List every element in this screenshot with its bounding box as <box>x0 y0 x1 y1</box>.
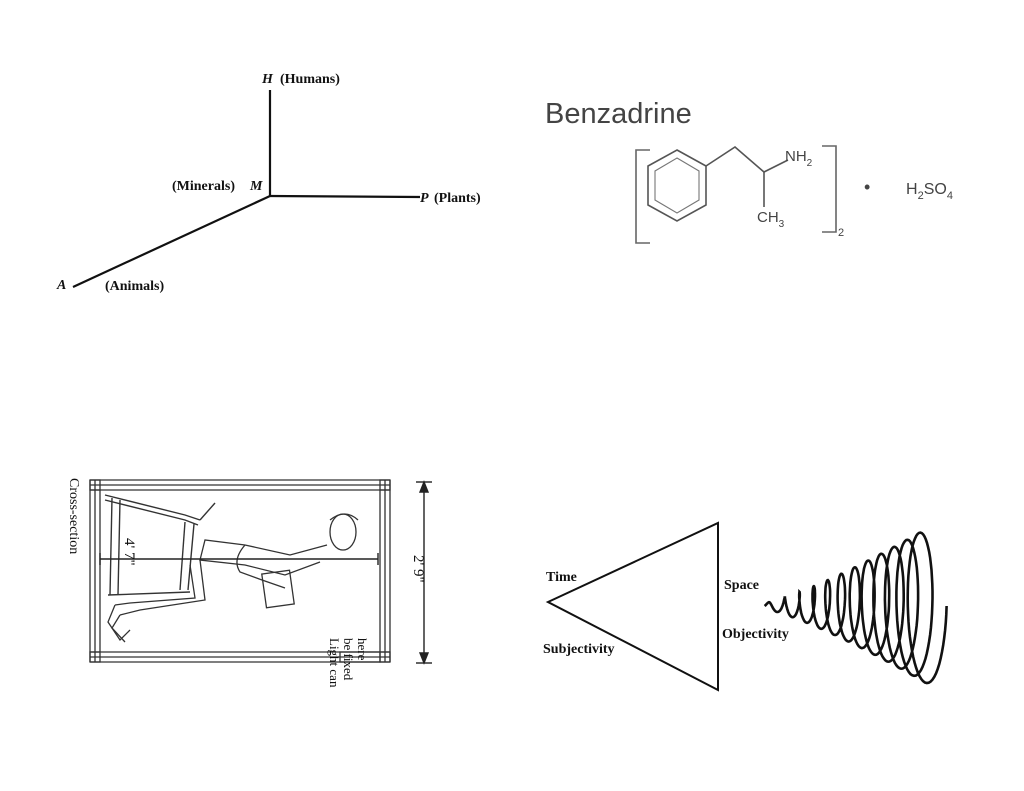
space-label: Space <box>724 578 759 593</box>
plants-letter: P <box>420 191 429 206</box>
benzene-inner-ring <box>654 157 700 214</box>
bench <box>104 494 216 596</box>
plants-axis <box>269 194 421 199</box>
triangle <box>545 521 719 692</box>
carbon-chain <box>705 146 789 173</box>
minerals-label: (Minerals) <box>172 179 235 194</box>
cross-section-title: Cross-section <box>66 478 81 554</box>
seated-figure <box>107 513 359 643</box>
sulfuric-acid: H2SO4 <box>906 181 953 202</box>
humans-label: (Humans) <box>280 72 340 87</box>
minerals-letter: M <box>249 179 263 194</box>
outer-dimension-line <box>416 480 432 665</box>
time-space-diagram: Time Subjectivity Space Objectivity <box>543 521 948 692</box>
plants-label: (Plants) <box>434 191 481 206</box>
cross-section-drawing: Cross-section <box>66 478 432 691</box>
inner-dimension-label: 4' 7" <box>121 538 137 566</box>
outer-dimension-label: 2' 9" <box>410 555 426 583</box>
animals-axis <box>72 195 271 288</box>
animals-label: (Animals) <box>105 279 164 294</box>
left-bracket <box>635 149 650 244</box>
bracket-subscript: 2 <box>838 227 844 239</box>
right-bracket <box>822 145 837 233</box>
benzene-ring <box>647 149 707 222</box>
benzadrine-title: Benzadrine <box>545 98 692 130</box>
kingdom-axes-diagram: H (Humans) (Minerals) M P (Plants) A (An… <box>56 72 481 294</box>
benzadrine-structure: Benzadrine NH2 CH3 2 • H2SO4 <box>545 98 953 244</box>
spiral-path <box>763 531 948 685</box>
inner-dimension-line <box>99 553 379 565</box>
light-note: Light can be fixed here <box>327 638 370 691</box>
humans-letter: H <box>261 72 274 87</box>
salt-dot: • <box>864 177 870 197</box>
time-label: Time <box>546 570 577 585</box>
subjectivity-label: Subjectivity <box>543 642 615 657</box>
spiral-cone <box>763 531 948 685</box>
methyl-group: CH3 <box>757 209 785 230</box>
amine-group: NH2 <box>785 148 813 169</box>
box-frame <box>89 479 391 663</box>
animals-letter: A <box>56 278 66 293</box>
objectivity-label: Objectivity <box>722 627 789 642</box>
